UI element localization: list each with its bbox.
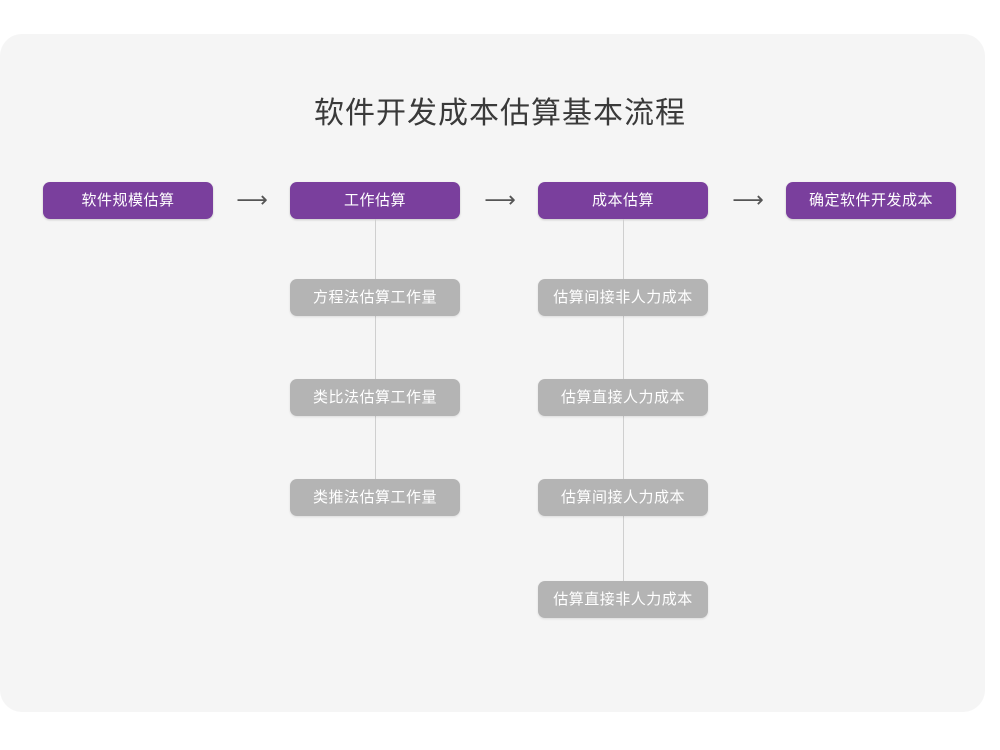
branch1-node-3[interactable]: 类推法估算工作量: [290, 479, 460, 516]
branch2-node-1[interactable]: 估算间接非人力成本: [538, 279, 708, 316]
flow-arrow-2: ⟶: [484, 187, 516, 212]
flow-arrow-1: ⟶: [236, 187, 268, 212]
branch2-node-3[interactable]: 估算间接人力成本: [538, 479, 708, 516]
connector-line-branch1-seg2: [375, 315, 376, 379]
flow-node-step-4[interactable]: 确定软件开发成本: [786, 182, 956, 219]
connector-line-branch2-seg2: [623, 316, 624, 379]
branch2-node-4[interactable]: 估算直接非人力成本: [538, 581, 708, 618]
page-title: 软件开发成本估算基本流程: [314, 97, 686, 130]
connector-line-branch2-seg1: [623, 219, 624, 279]
flow-node-step-2[interactable]: 工作估算: [290, 182, 460, 219]
branch1-node-1[interactable]: 方程法估算工作量: [290, 279, 460, 316]
connector-line-branch1-seg1: [375, 219, 376, 279]
flow-node-step-1[interactable]: 软件规模估算: [43, 182, 213, 219]
flow-arrow-3: ⟶: [732, 187, 764, 212]
diagram-card: [0, 34, 985, 712]
branch1-node-2[interactable]: 类比法估算工作量: [290, 379, 460, 416]
connector-line-branch2-seg3: [623, 416, 624, 479]
connector-line-branch1-seg3: [375, 415, 376, 479]
connector-line-branch2-seg4: [623, 516, 624, 581]
branch2-node-2[interactable]: 估算直接人力成本: [538, 379, 708, 416]
flow-node-step-3[interactable]: 成本估算: [538, 182, 708, 219]
